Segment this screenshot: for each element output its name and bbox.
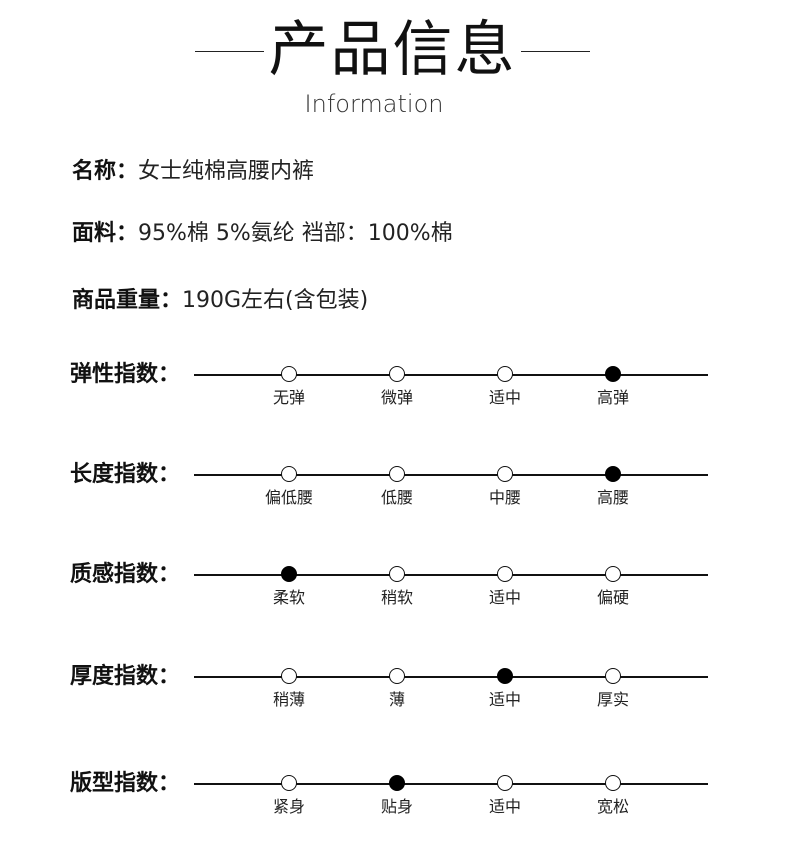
scale-dot [389,566,405,582]
scale-thickness: 厚度指数： 稍薄 薄 适中 厚实 [0,662,790,722]
scale-option-label: 紧身 [272,797,305,816]
scale-dot-selected [605,366,621,382]
scale-option-label: 稍薄 [272,690,305,709]
scale-option-label: 中腰 [488,488,521,507]
scale-option-label: 宽松 [596,797,629,816]
scale-dot-selected [281,566,297,582]
scale-elasticity: 弹性指数： 无弹 微弹 适中 高弹 [0,360,790,420]
info-value: 190G左右(含包装) [182,288,369,313]
scale-option-label: 适中 [488,588,521,607]
scale-option-label: 稍软 [380,588,413,607]
scale-option-label: 偏低腰 [264,488,313,507]
info-label: 面料： [72,221,139,246]
scale-label: 厚度指数： [70,664,181,689]
scale-track [194,783,708,785]
scale-option-label: 高腰 [596,488,629,507]
scale-option-label: 微弹 [380,388,413,407]
page-title: 产品信息 [268,15,517,85]
info-label: 名称： [72,159,139,184]
scale-option-label: 适中 [488,388,521,407]
scale-label: 长度指数： [70,462,181,487]
scale-dot [281,466,297,482]
scale-dot [281,366,297,382]
scale-dot [389,466,405,482]
scale-option-label: 薄 [388,690,405,709]
scale-fit: 版型指数： 紧身 贴身 适中 宽松 [0,769,790,829]
scale-dot [281,775,297,791]
scale-dot-selected [497,668,513,684]
scale-dot [389,668,405,684]
scale-option-label: 适中 [488,797,521,816]
scale-track [194,676,708,678]
page-subtitle: Information [304,90,444,118]
scale-dot [281,668,297,684]
scale-option-label: 偏硬 [596,588,629,607]
scale-dot [389,366,405,382]
scale-option-label: 适中 [488,690,521,709]
title-divider-right [521,51,590,52]
scale-dot [605,566,621,582]
scale-dot [497,566,513,582]
scale-option-label: 高弹 [596,388,629,407]
scale-label: 质感指数： [70,562,181,587]
scale-track [194,474,708,476]
scale-label: 弹性指数： [70,362,181,387]
scale-dot [605,668,621,684]
scale-length: 长度指数： 偏低腰 低腰 中腰 高腰 [0,460,790,520]
scale-texture: 质感指数： 柔软 稍软 适中 偏硬 [0,560,790,620]
info-row-fabric: 面料：95%棉 5%氨纶 裆部：100%棉 [72,219,453,249]
scale-option-label: 贴身 [380,797,413,816]
scale-label: 版型指数： [70,771,181,796]
scale-dot [497,466,513,482]
page-header: 产品信息 Information [0,0,790,130]
scale-option-label: 低腰 [380,488,413,507]
info-row-name: 名称：女士纯棉高腰内裤 [72,157,314,187]
scale-option-label: 柔软 [272,588,305,607]
scale-dot-selected [389,775,405,791]
scale-option-label: 无弹 [272,388,305,407]
info-row-weight: 商品重量：190G左右(含包装) [72,286,368,316]
info-value: 女士纯棉高腰内裤 [138,159,315,184]
info-label: 商品重量： [72,288,183,313]
scale-dot [605,775,621,791]
scale-dot [497,366,513,382]
title-divider-left [195,51,264,52]
info-value: 95%棉 5%氨纶 裆部：100%棉 [138,221,453,246]
scale-option-label: 厚实 [596,690,629,709]
scale-track [194,574,708,576]
scale-dot-selected [605,466,621,482]
scale-dot [497,775,513,791]
scale-track [194,374,708,376]
